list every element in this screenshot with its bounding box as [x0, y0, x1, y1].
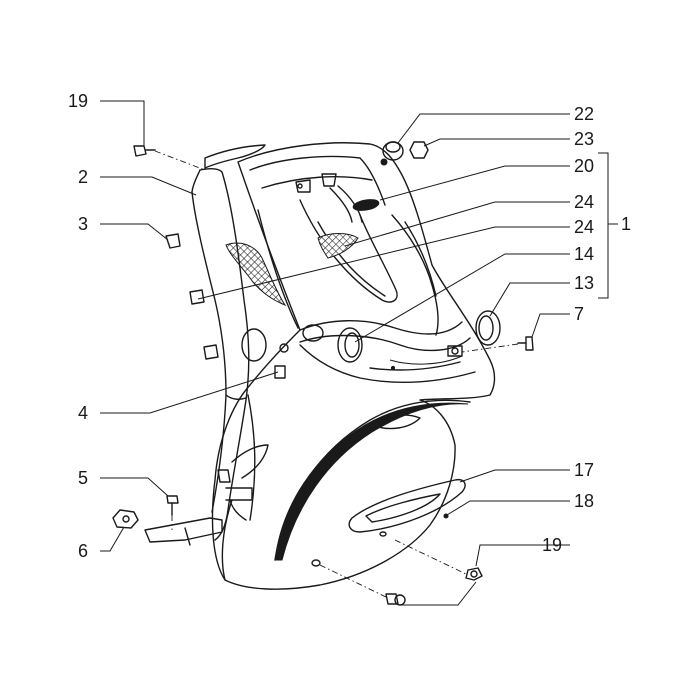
- callout-24-lower: 24: [574, 217, 594, 237]
- callout-5: 5: [78, 468, 88, 488]
- callout-13: 13: [574, 273, 594, 293]
- callout-2: 2: [78, 167, 88, 187]
- callout-6: 6: [78, 541, 88, 561]
- indicator-lights: [302, 310, 501, 363]
- mesh-grilles: [225, 233, 359, 307]
- callout-7: 7: [574, 304, 584, 324]
- callout-14: 14: [574, 244, 594, 264]
- inner-leg-shield: [144, 144, 289, 546]
- callout-24-upper: 24: [574, 192, 594, 212]
- leader-lines: [100, 100, 618, 606]
- callout-labels: 19 2 3 4 5 6 22 23 20 24 24 14 13 7 17 1…: [68, 91, 631, 561]
- front-shield: [211, 142, 496, 590]
- callout-18: 18: [574, 491, 594, 511]
- callout-19-bottom: 19: [542, 535, 562, 555]
- emblem-and-clips: [295, 173, 380, 223]
- callout-19-top: 19: [68, 91, 88, 111]
- callout-4: 4: [78, 403, 88, 423]
- callout-1: 1: [621, 214, 631, 234]
- lower-trim: [348, 478, 466, 533]
- callout-20: 20: [574, 156, 594, 176]
- callout-22: 22: [574, 104, 594, 124]
- callout-3: 3: [78, 214, 88, 234]
- hardware: [112, 141, 534, 606]
- clips: [165, 233, 219, 360]
- callout-17: 17: [574, 460, 594, 480]
- callout-23: 23: [574, 129, 594, 149]
